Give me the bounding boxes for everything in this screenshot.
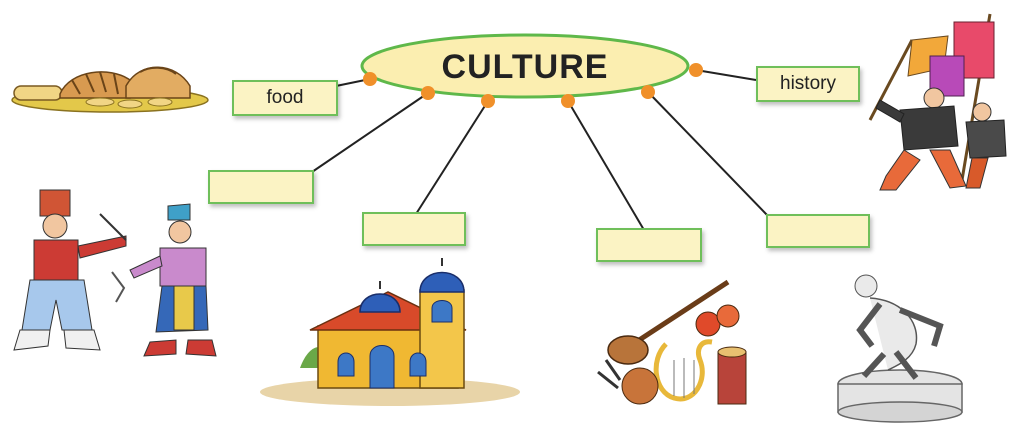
bread-food-illustration [11,66,209,113]
greek-folk-dancers-illustration [13,189,217,357]
node-dot [561,94,575,108]
musical-instruments-illustration [597,279,747,405]
connectors [311,69,769,231]
culture-ellipse [360,33,690,99]
blank-box-1[interactable] [208,170,314,204]
blank-box-3[interactable] [596,228,702,262]
history-label: history [780,73,836,94]
node-dot [363,72,377,86]
connector-blank-2 [415,100,489,215]
connector-blank-1 [311,92,429,173]
node-dot [689,63,703,77]
food-label-box: food [232,80,338,116]
blank-box-4[interactable] [766,214,870,248]
connector-history [695,69,757,81]
connector-blank-3 [567,100,645,231]
history-label-box: history [756,66,860,102]
connector-blank-4 [647,91,769,217]
orthodox-church-illustration [260,258,520,406]
node-dot [421,86,435,100]
culture-title: CULTURE [442,48,609,86]
ancient-statue-illustration [837,274,963,423]
node-dot [641,85,655,99]
blank-box-2[interactable] [362,212,466,246]
revolutionaries-with-flags-illustration [868,13,1007,191]
food-label: food [266,87,304,108]
node-dots [363,63,703,108]
node-dot [481,94,495,108]
